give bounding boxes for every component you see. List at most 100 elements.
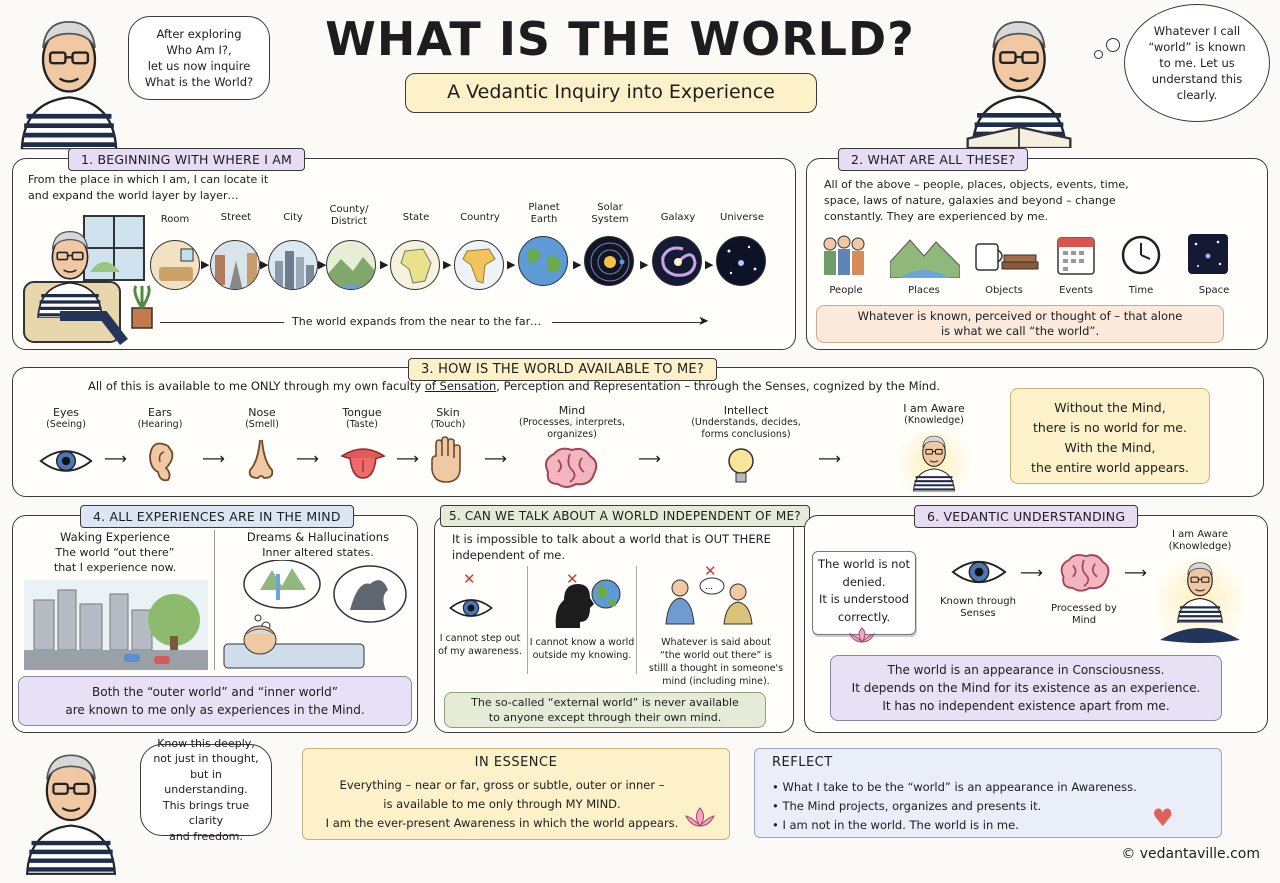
room-icon: [150, 240, 200, 290]
item-label-places: Places: [908, 285, 940, 296]
cross-mark-icon: ✕: [566, 570, 579, 588]
sense-ears-label: Ears(Hearing): [137, 406, 183, 431]
arrow-nose-tongue: ⟶: [296, 449, 319, 468]
lotus-icon: [682, 806, 718, 828]
brain-icon-processing: [1056, 552, 1112, 594]
in-essence-box: [302, 748, 730, 840]
solar-system-icon: [584, 236, 634, 286]
arrow-eyes-ears: ⟶: [104, 449, 127, 468]
person-in-armchair: [20, 212, 160, 346]
expansion-caption: The world expands from the near to the f…: [292, 315, 542, 328]
arrow-7: ▶: [573, 258, 582, 271]
presenter-reading: [960, 8, 1078, 148]
section-2-title: 2. WHAT ARE ALL THESE?: [838, 148, 1029, 171]
cross-mark-icon: ✕: [704, 562, 717, 580]
layer-label-city: City: [283, 212, 303, 223]
layer-label-county: County/ District: [329, 204, 369, 227]
sense-eyes-label: Eyes(Seeing): [46, 406, 86, 431]
arrow-senses-mind: ⟶: [1020, 563, 1043, 582]
places-icon: [890, 232, 960, 278]
mind-label: Mind(Processes, interprets,organizes): [519, 404, 625, 441]
section-4-title: 4. ALL EXPERIENCES ARE IN THE MIND: [80, 505, 354, 528]
expansion-line-left: [160, 322, 284, 323]
brain-icon: [540, 446, 600, 490]
section-4-divider: [214, 530, 215, 670]
dreaming-person-scene: [220, 560, 412, 670]
reflect-box: [754, 748, 1222, 838]
expansion-line-right: [552, 322, 702, 323]
intellect-label: Intellect(Understands, decides,forms con…: [691, 404, 801, 441]
item-label-space: Space: [1198, 285, 1230, 296]
cross-mark-icon: ✕: [463, 570, 476, 588]
reflect-title: REFLECT: [772, 755, 833, 770]
meditating-figure: [1150, 556, 1250, 646]
aware-label: I am Aware(Knowledge): [903, 402, 965, 427]
section-5-divider-1: [527, 566, 528, 674]
reflect-list: • What I take to be the “world” is an ap…: [772, 778, 1182, 835]
thought-dot-medium: [1106, 38, 1120, 52]
ear-icon: [146, 438, 176, 484]
space-icon: [1188, 234, 1228, 274]
item-label-people: People: [829, 285, 863, 296]
head-and-globe-icon: [550, 578, 626, 630]
section-2-intro: All of the above – people, places, objec…: [824, 178, 1129, 223]
arrow-3: ▶: [318, 258, 327, 271]
eye-icon-small: [448, 596, 494, 620]
layer-label-state: State: [402, 212, 430, 223]
reflect-point-2: • The Mind projects, organizes and prese…: [772, 799, 1042, 813]
layer-label-room: Room: [160, 214, 190, 225]
arrow-4: ▶: [380, 258, 389, 271]
section-1-title: 1. BEGINNING WITH WHERE I AM: [68, 148, 306, 171]
nose-icon: [244, 438, 278, 482]
reflect-point-3: • I am not in the world. The world is in…: [772, 818, 1019, 832]
layer-label-country: Country: [460, 212, 500, 223]
reflect-point-1: • What I take to be the “world” is an ap…: [772, 780, 1137, 794]
arrow-mind-intellect: ⟶: [638, 449, 661, 468]
state-icon: [390, 240, 440, 290]
in-essence-text: Everything – near or far, gross or subtl…: [325, 778, 679, 830]
consciousness-note: The world is an appearance in Consciousn…: [830, 655, 1222, 721]
expansion-arrowhead: ➤: [698, 314, 709, 329]
events-calendar-icon: [1056, 234, 1096, 276]
section-3-title: 3. HOW IS THE WORLD AVAILABLE TO ME?: [408, 358, 717, 381]
item-label-events: Events: [1059, 285, 1093, 296]
arrow-ears-nose: ⟶: [202, 449, 225, 468]
section-5-intro: It is impossible to talk about a world t…: [452, 532, 771, 562]
item-label-time: Time: [1128, 285, 1154, 296]
thought-dot-small: [1094, 50, 1103, 59]
presenter-top-left: [10, 6, 128, 151]
sense-nose-label: Nose(Smell): [245, 406, 279, 431]
section-5-title: 5. CAN WE TALK ABOUT A WORLD INDEPENDENT…: [440, 505, 810, 527]
waking-city-scene: [24, 580, 208, 670]
arrow-8: ▶: [640, 258, 649, 271]
layer-label-universe: Universe: [720, 212, 764, 223]
presenter-bottom-left: [16, 740, 126, 876]
section-6-title: 6. VEDANTIC UNDERSTANDING: [914, 505, 1139, 528]
tongue-icon: [340, 442, 386, 482]
page-title: WHAT IS THE WORLD?: [325, 12, 915, 66]
eye-icon: [38, 446, 94, 476]
arrow-5: ▶: [443, 258, 452, 271]
in-essence-title: IN ESSENCE: [474, 755, 558, 770]
galaxy-icon: [652, 236, 702, 286]
arrow-tongue-skin: ⟶: [396, 449, 419, 468]
world-definition-note: Whatever is known, perceived or thought …: [816, 305, 1224, 343]
country-icon: [454, 240, 504, 290]
street-icon: [210, 240, 260, 290]
arrow-skin-mind: ⟶: [484, 449, 507, 468]
heart-icon: ♥: [1152, 804, 1174, 832]
page-subtitle: A Vedantic Inquiry into Experience: [405, 73, 817, 113]
arrow-mind-awareness: ⟶: [1124, 563, 1147, 582]
arrow-2: ▶: [260, 258, 269, 271]
speech-bubble-advice: Know this deeply,not just in thought,but…: [140, 737, 272, 843]
aware-meditator: [888, 430, 980, 496]
arrow-intellect-aware: ⟶: [818, 449, 841, 468]
city-icon: [268, 240, 318, 290]
